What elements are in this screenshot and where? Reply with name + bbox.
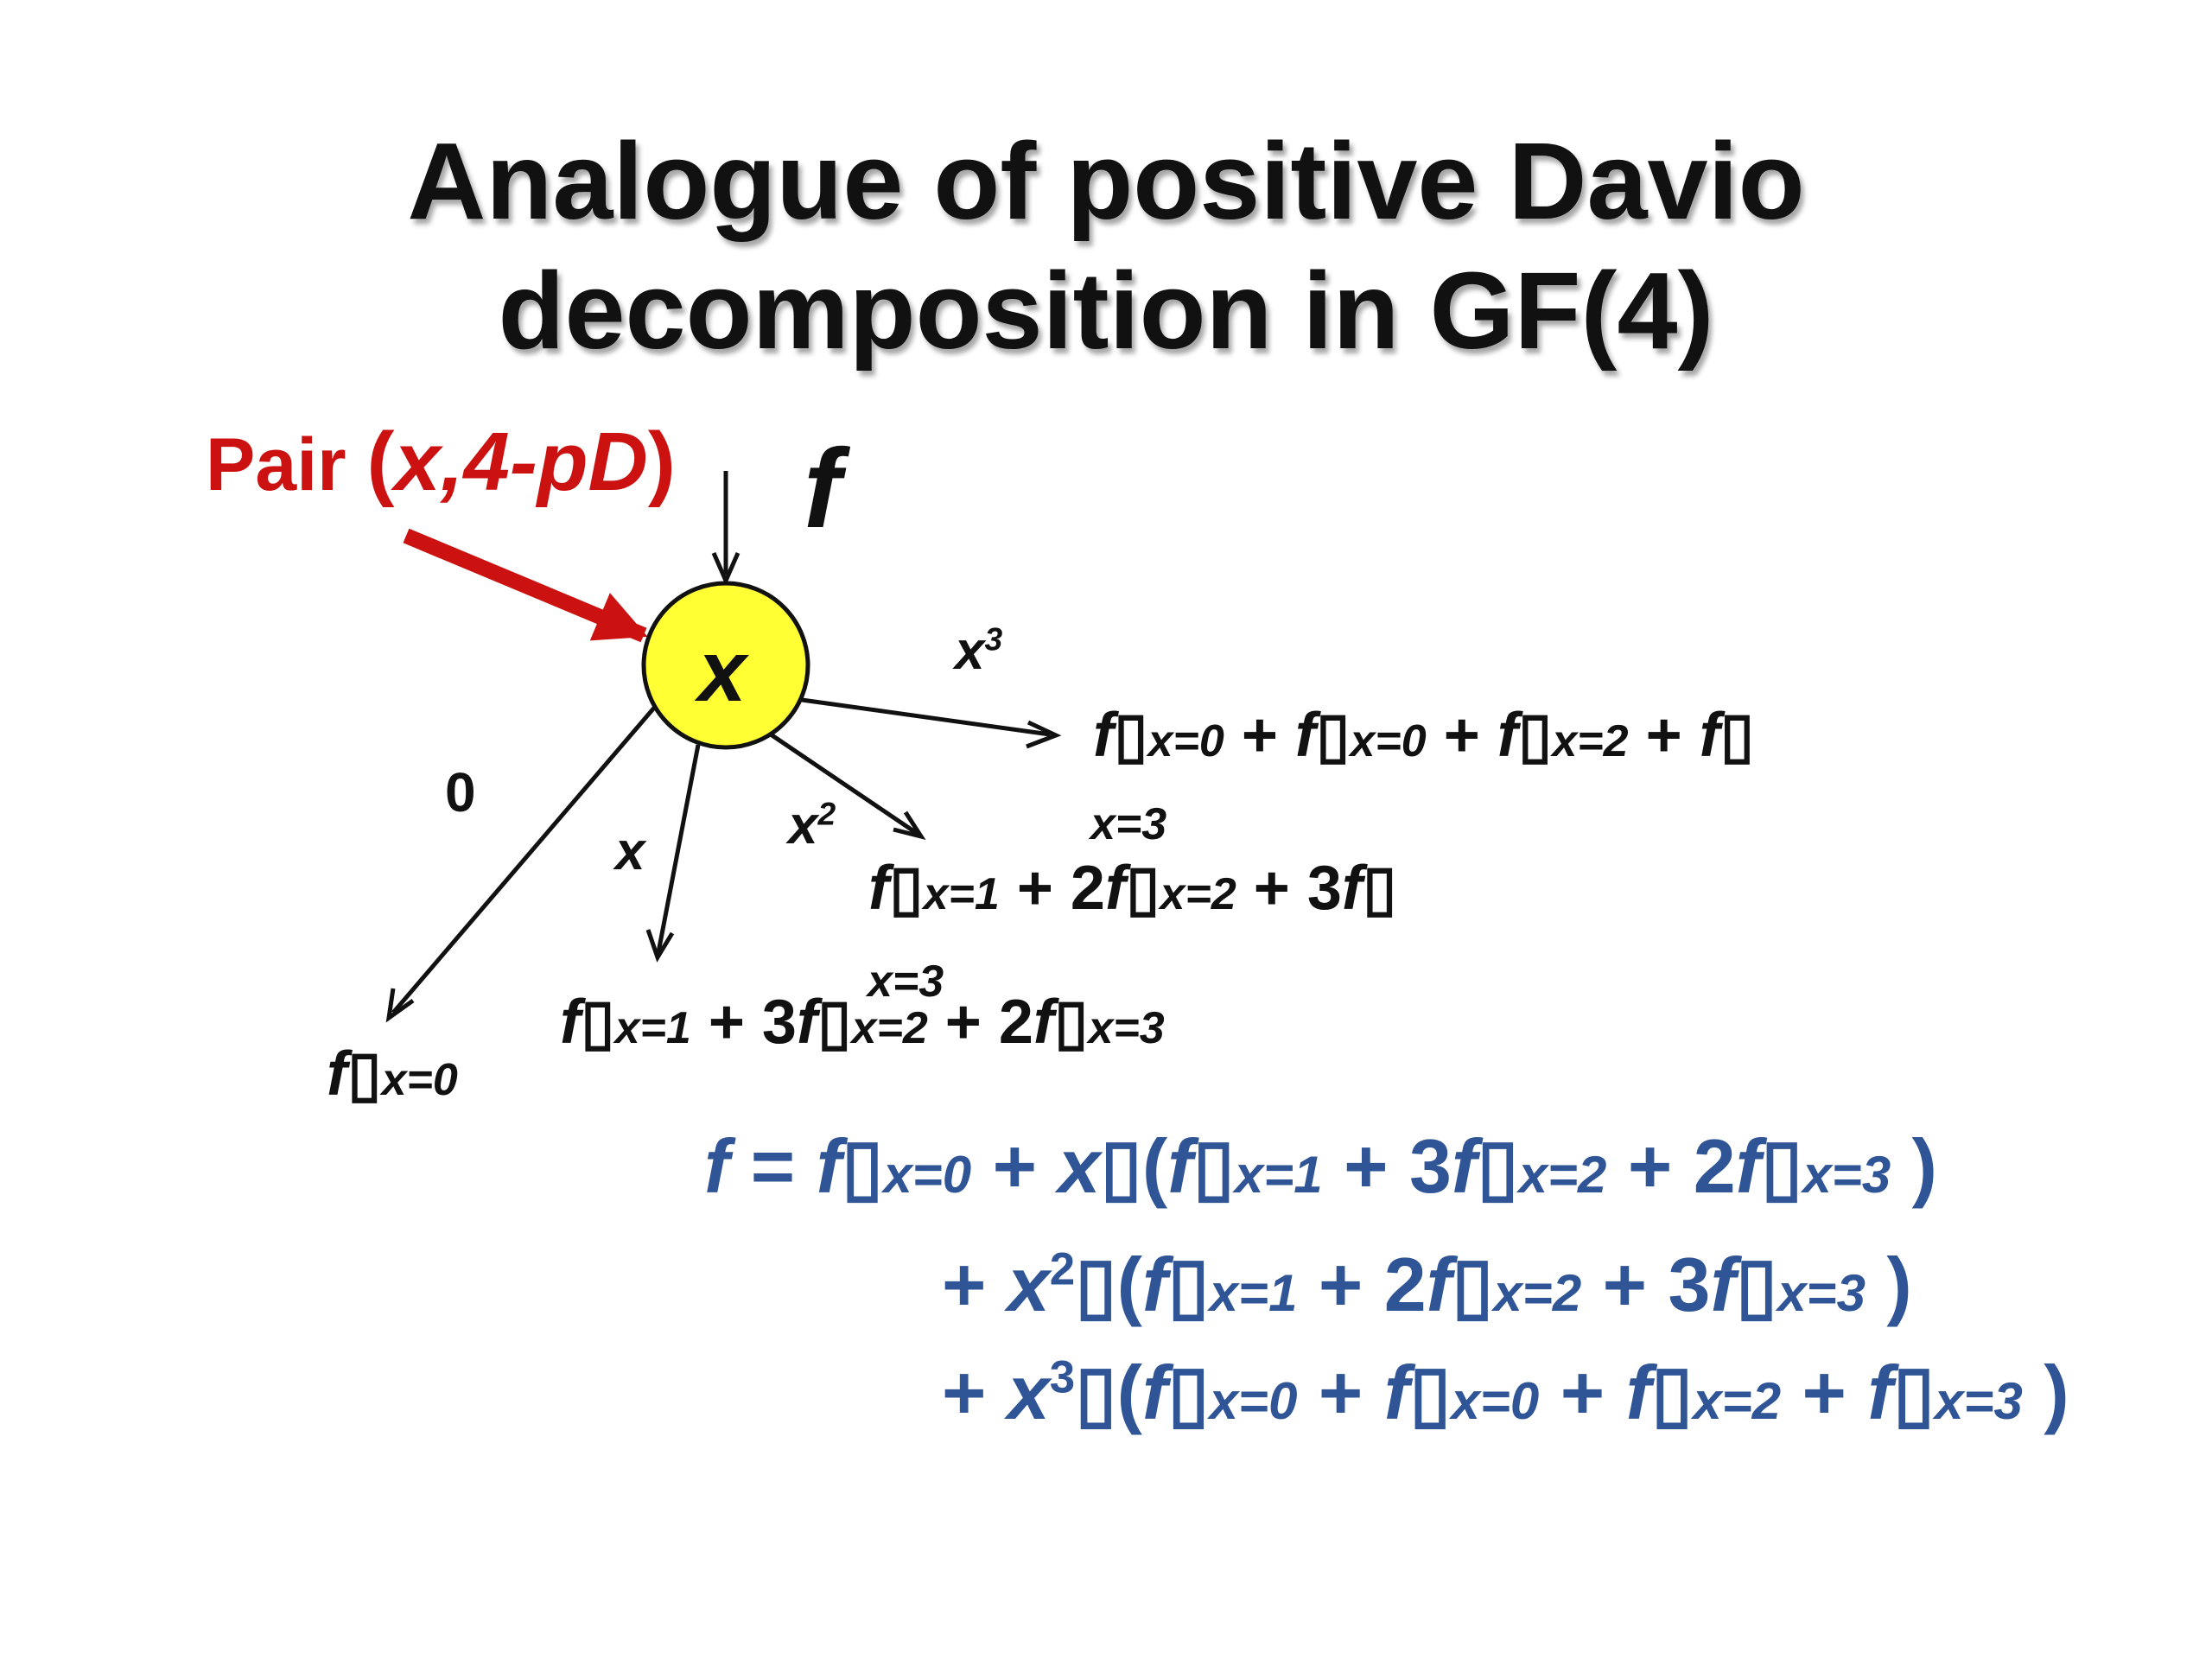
leaf-x3-expression: f▯x=0 + f▯x=0 + f▯x=2 + f▯ bbox=[1093, 701, 1755, 770]
title-line-2: decomposition in GF(4) bbox=[498, 250, 1714, 372]
pair-pointer-arrow bbox=[403, 528, 648, 643]
edge-x-line bbox=[656, 744, 701, 953]
formula-line-1: f = f▯x=0 + x▯(f▯x=1 + 3f▯x=2 + 2f▯x=3 ) bbox=[704, 1123, 1937, 1209]
pair-label-body: x,4-pD bbox=[394, 416, 648, 508]
edge-0-line bbox=[391, 705, 657, 1014]
edge-x2-label: x2 bbox=[788, 795, 836, 855]
edge-x3-line bbox=[801, 697, 1051, 737]
edge-0-label: 0 bbox=[445, 761, 476, 823]
leaf-x3-extra-subscript: x=3 bbox=[1090, 799, 1167, 849]
node-variable-label: x bbox=[698, 623, 747, 720]
edge-x3-label: x3 bbox=[955, 620, 1003, 681]
pair-label: Pair (x,4-pD) bbox=[206, 415, 676, 510]
edge-x2-line bbox=[769, 732, 919, 836]
pair-label-prefix: Pair bbox=[206, 423, 367, 506]
edge-x3-head bbox=[1026, 720, 1062, 749]
title-line-1: Analogue of positive Davio bbox=[407, 120, 1805, 242]
edge-0-head bbox=[385, 988, 415, 1023]
leaf-x2-expression: f▯x=1 + 2f▯x=2 + 3f▯ bbox=[868, 854, 1397, 923]
leaf-x0-expression: f▯x=0 bbox=[327, 1039, 458, 1109]
formula-line-2: + x2▯(f▯x=1 + 2f▯x=2 + 3f▯x=3 ) bbox=[942, 1242, 1912, 1328]
edge-x-head bbox=[645, 929, 675, 963]
node-circle bbox=[641, 581, 810, 750]
input-arrow-head bbox=[711, 551, 741, 587]
input-function-label: f bbox=[804, 425, 842, 551]
leaf-x1-expression: f▯x=1 + 3f▯x=2 + 2f▯x=3 bbox=[560, 988, 1165, 1057]
leaf-x2-extra-subscript: x=3 bbox=[868, 957, 944, 1007]
edge-x-label: x bbox=[615, 822, 645, 881]
pair-label-open: ( bbox=[366, 416, 395, 508]
formula-line-3: + x3▯(f▯x=0 + f▯x=0 + f▯x=2 + f▯x=3 ) bbox=[942, 1350, 2069, 1436]
pair-label-close: ) bbox=[647, 416, 676, 508]
edge-x2-head bbox=[893, 810, 926, 840]
slide-title: Analogue of positive Davio decomposition… bbox=[0, 117, 2212, 376]
